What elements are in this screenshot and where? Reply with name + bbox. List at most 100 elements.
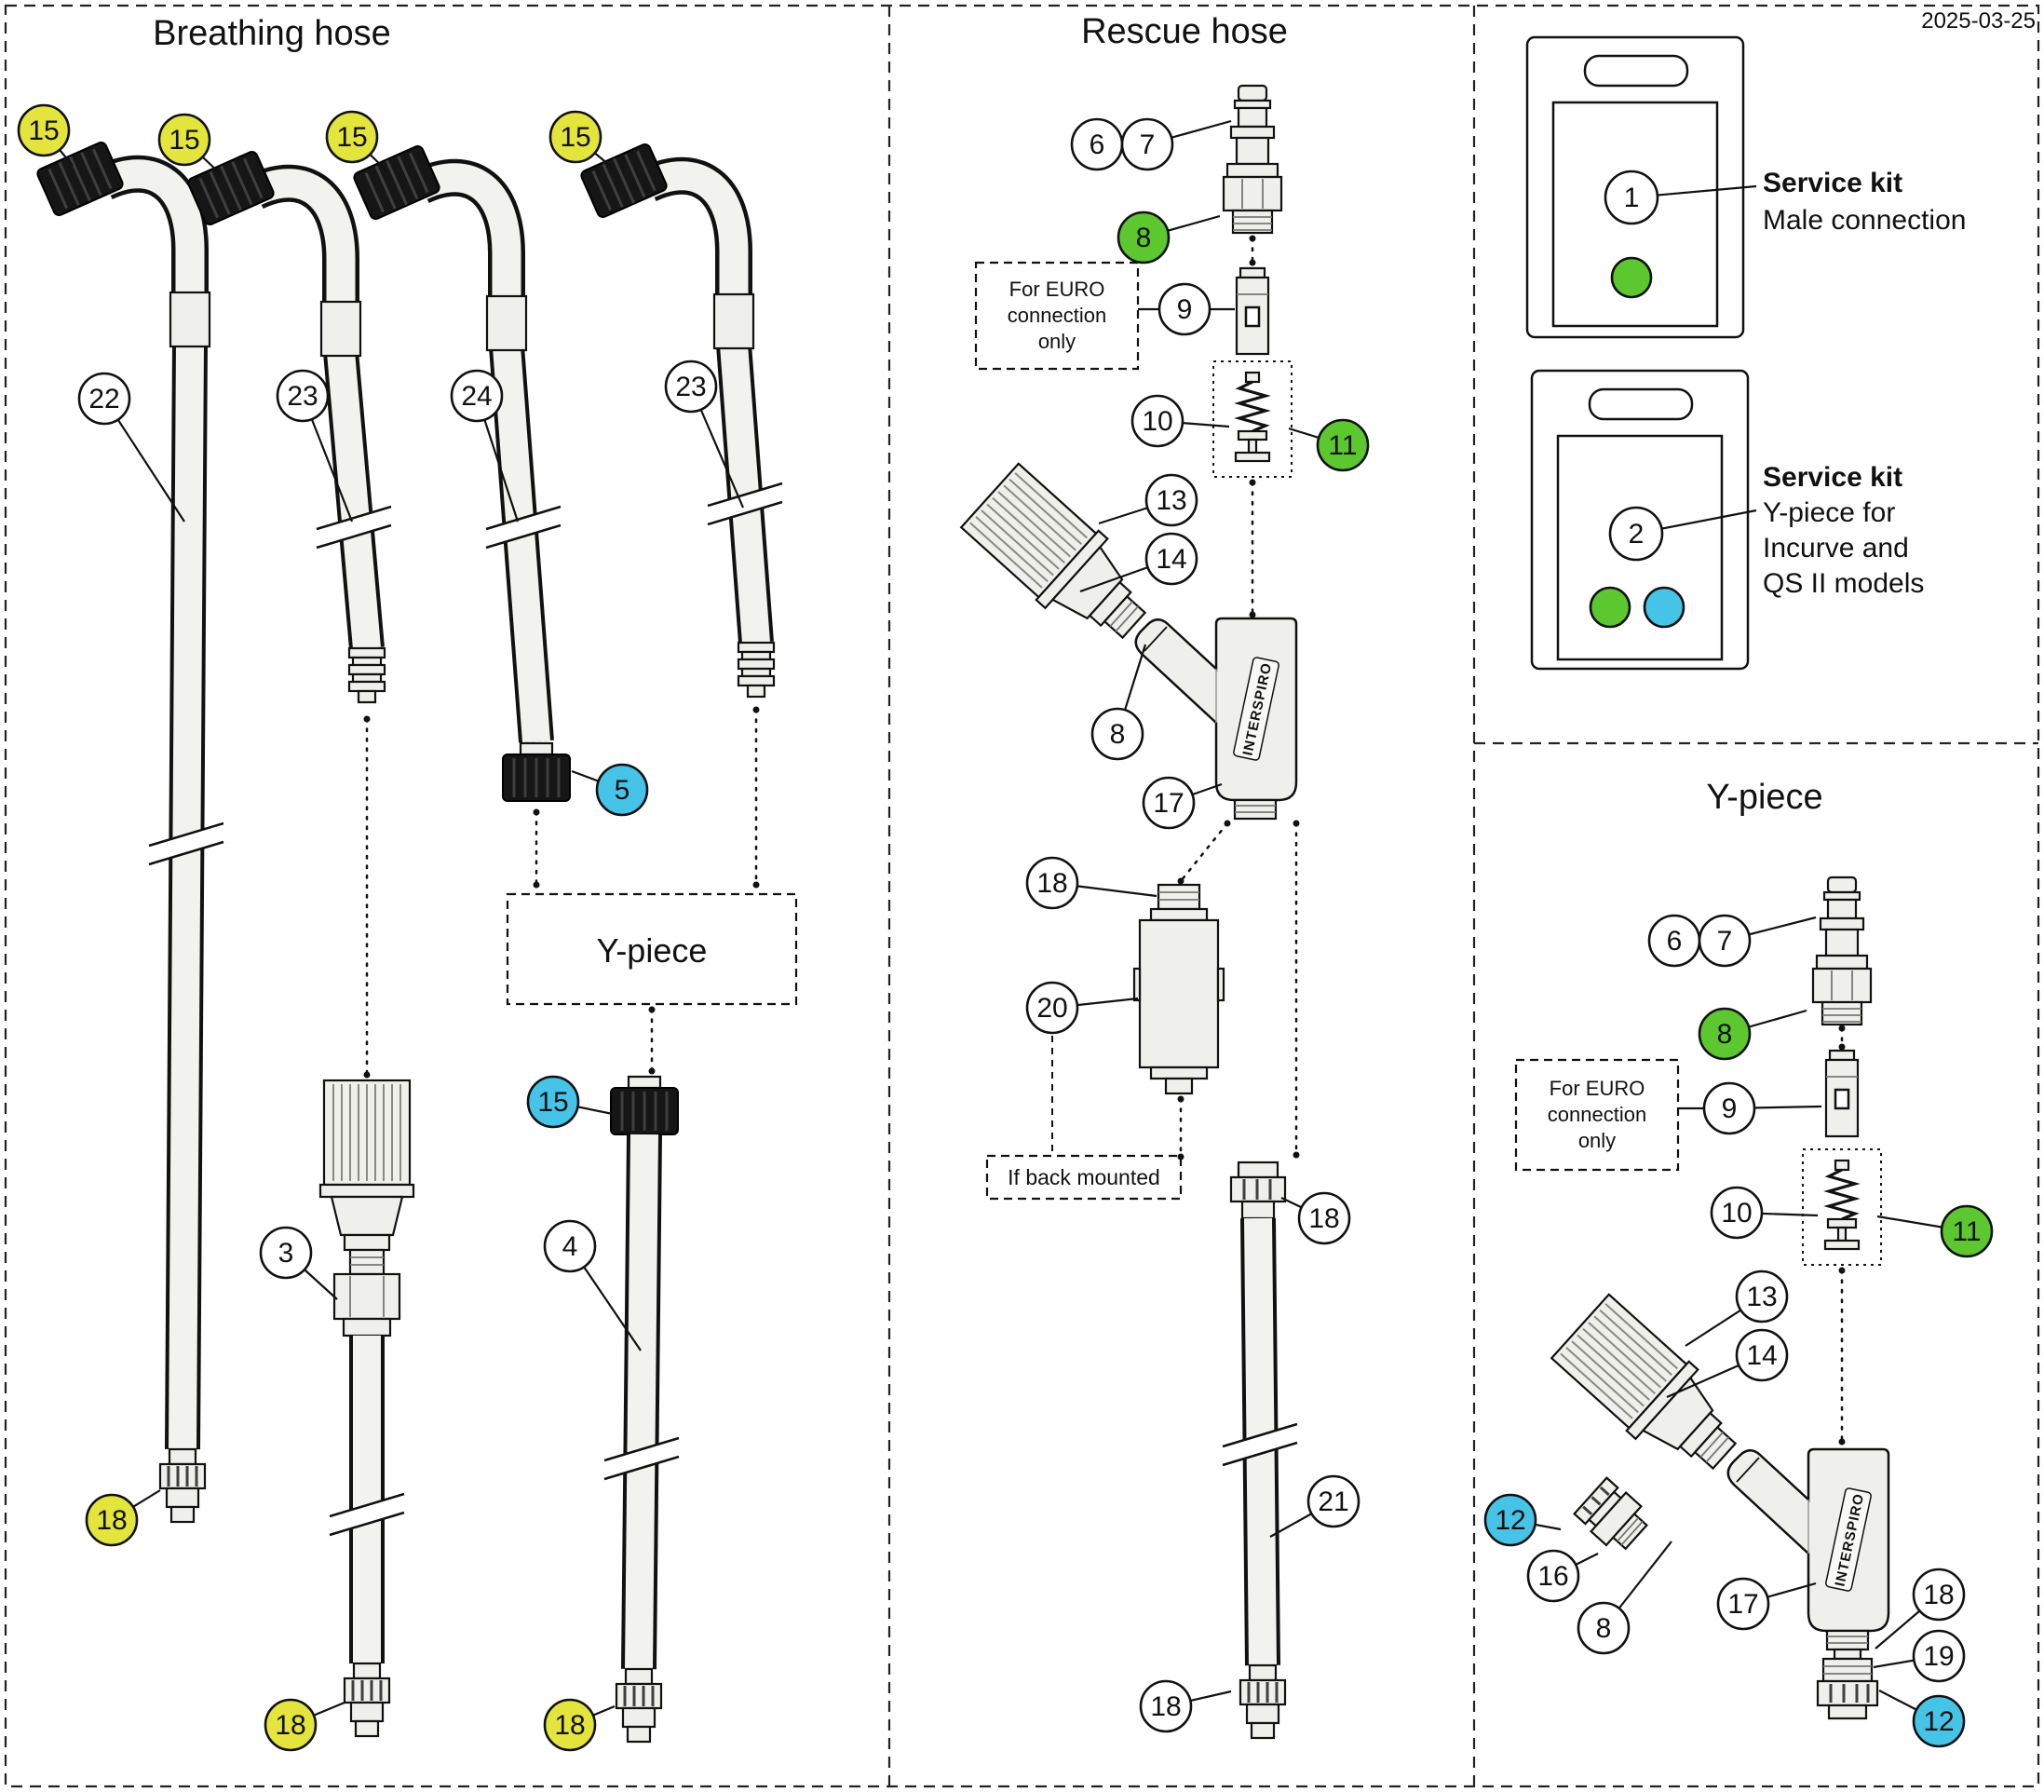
- svg-text:18: 18: [1308, 1203, 1339, 1234]
- callout-14: 14: [1079, 532, 1198, 593]
- callout-18: 18: [85, 1489, 161, 1547]
- callout-2: 2: [1608, 506, 1757, 562]
- svg-text:7: 7: [1717, 926, 1733, 957]
- coupling-3-assembly: [318, 1079, 415, 1738]
- svg-text:23: 23: [675, 372, 706, 402]
- callout-8: 8: [1698, 1007, 1807, 1061]
- svg-text:1: 1: [1624, 183, 1640, 213]
- service-kit-2-package: Service kit Y-piece for Incurve and QS I…: [1530, 369, 1924, 671]
- callout-23: 23: [276, 369, 354, 523]
- hose-23-left-assembly: [186, 150, 393, 1079]
- svg-text:10: 10: [1721, 1198, 1752, 1229]
- service-kit-1-title: Service kit: [1763, 168, 1902, 198]
- y-piece-placeholder-box: Y-piece: [506, 892, 798, 1075]
- svg-text:3: 3: [278, 1238, 294, 1269]
- svg-text:21: 21: [1318, 1487, 1348, 1517]
- svg-text:9: 9: [1722, 1093, 1738, 1124]
- ypiece-male-connector: [1811, 876, 1873, 1026]
- callout-9: 9: [1157, 282, 1235, 336]
- svg-text:18: 18: [275, 1710, 305, 1741]
- back-mounted-note: If back mounted: [985, 1036, 1183, 1201]
- callout-10: 10: [1130, 394, 1230, 448]
- svg-text:15: 15: [169, 125, 199, 156]
- callout-24: 24: [450, 369, 520, 523]
- euro-note2-line3: only: [1578, 1129, 1616, 1152]
- callout-8: 8: [1117, 210, 1221, 265]
- callout-11: 11: [1288, 418, 1370, 472]
- svg-text:16: 16: [1537, 1561, 1568, 1592]
- service-kit-2-title: Service kit: [1763, 462, 1902, 493]
- svg-text:19: 19: [1923, 1641, 1954, 1672]
- service-kit-1-desc: Male connection: [1763, 205, 1966, 236]
- ypiece-adapter-16: [1571, 1474, 1656, 1558]
- svg-text:8: 8: [1596, 1613, 1612, 1644]
- callout-8: 8: [1090, 644, 1147, 761]
- hose-22-assembly: [35, 141, 223, 1524]
- rescue-spring-valve: [1212, 360, 1293, 479]
- callout-20: 20: [1025, 981, 1139, 1035]
- rescue-cylinder-20: [1132, 883, 1225, 1095]
- svg-text:22: 22: [88, 384, 119, 414]
- svg-text:15: 15: [28, 115, 59, 146]
- svg-text:8: 8: [1110, 719, 1126, 750]
- svg-text:11: 11: [1952, 1216, 1981, 1247]
- revision-date: 2025-03-25: [1921, 8, 2036, 34]
- callout-13: 13: [1685, 1269, 1789, 1347]
- callout-18: 18: [1280, 1191, 1351, 1245]
- callout-13: 13: [1098, 473, 1198, 527]
- svg-text:13: 13: [1746, 1282, 1777, 1312]
- callout-8: 8: [1577, 1541, 1672, 1655]
- hose-23-right-assembly: [579, 143, 784, 889]
- svg-text:14: 14: [1746, 1340, 1777, 1371]
- ypiece-section-title: Y-piece: [1706, 778, 1822, 817]
- svg-text:18: 18: [96, 1505, 127, 1536]
- callout-18: 18: [1139, 1679, 1232, 1733]
- rescue-hose-title: Rescue hose: [1081, 12, 1288, 51]
- hose-24-assembly: [352, 144, 572, 889]
- callout-17: 17: [1142, 776, 1223, 830]
- hose-4-assembly: [602, 1075, 681, 1744]
- callout-14: 14: [1666, 1328, 1789, 1399]
- service-kit-2-desc-3: QS II models: [1763, 568, 1924, 599]
- callout-18: 18: [264, 1698, 345, 1752]
- callout-18: 18: [1025, 856, 1157, 910]
- svg-text:10: 10: [1142, 406, 1172, 437]
- svg-text:20: 20: [1036, 993, 1067, 1024]
- callout-9: 9: [1702, 1081, 1822, 1135]
- kit-dot-cyan: [1643, 586, 1685, 629]
- svg-text:14: 14: [1156, 544, 1186, 575]
- rescue-euro-note: For EURO connection only: [974, 261, 1159, 371]
- callout-3: 3: [259, 1226, 338, 1300]
- back-mounted-label: If back mounted: [1008, 1165, 1160, 1189]
- svg-text:15: 15: [336, 122, 367, 153]
- svg-text:18: 18: [554, 1710, 585, 1741]
- service-kit-2-desc-1: Y-piece for: [1763, 497, 1895, 528]
- kit-dot-green: [1589, 586, 1631, 629]
- svg-text:18: 18: [1036, 868, 1067, 899]
- euro-note-line2: connection: [1008, 304, 1106, 327]
- breathing-hose-section: Y-piece: [35, 141, 798, 1744]
- callout-19: 19: [1873, 1629, 1966, 1683]
- callout-12: 12: [1878, 1690, 1966, 1748]
- callout-15: 15: [17, 103, 74, 167]
- callout-7: 7: [1120, 117, 1232, 171]
- svg-text:17: 17: [1727, 1589, 1758, 1620]
- callout-18: 18: [1875, 1568, 1966, 1649]
- callout-6: 6: [1070, 117, 1124, 171]
- callout-15: 15: [548, 110, 616, 170]
- svg-text:17: 17: [1153, 788, 1184, 819]
- euro-note-line1: For EURO: [1009, 278, 1105, 301]
- svg-text:8: 8: [1136, 223, 1152, 253]
- svg-text:9: 9: [1177, 294, 1193, 325]
- svg-text:4: 4: [562, 1231, 578, 1262]
- callout-15: 15: [526, 1075, 614, 1129]
- svg-text:12: 12: [1923, 1706, 1954, 1737]
- callout-10: 10: [1710, 1186, 1819, 1240]
- ypiece-euro-adapter: [1824, 1049, 1860, 1138]
- callout-7: 7: [1698, 914, 1817, 968]
- svg-text:6: 6: [1667, 926, 1683, 957]
- svg-text:23: 23: [287, 381, 318, 412]
- callout-6: 6: [1647, 914, 1701, 968]
- rescue-hose-21: [1221, 1161, 1299, 1740]
